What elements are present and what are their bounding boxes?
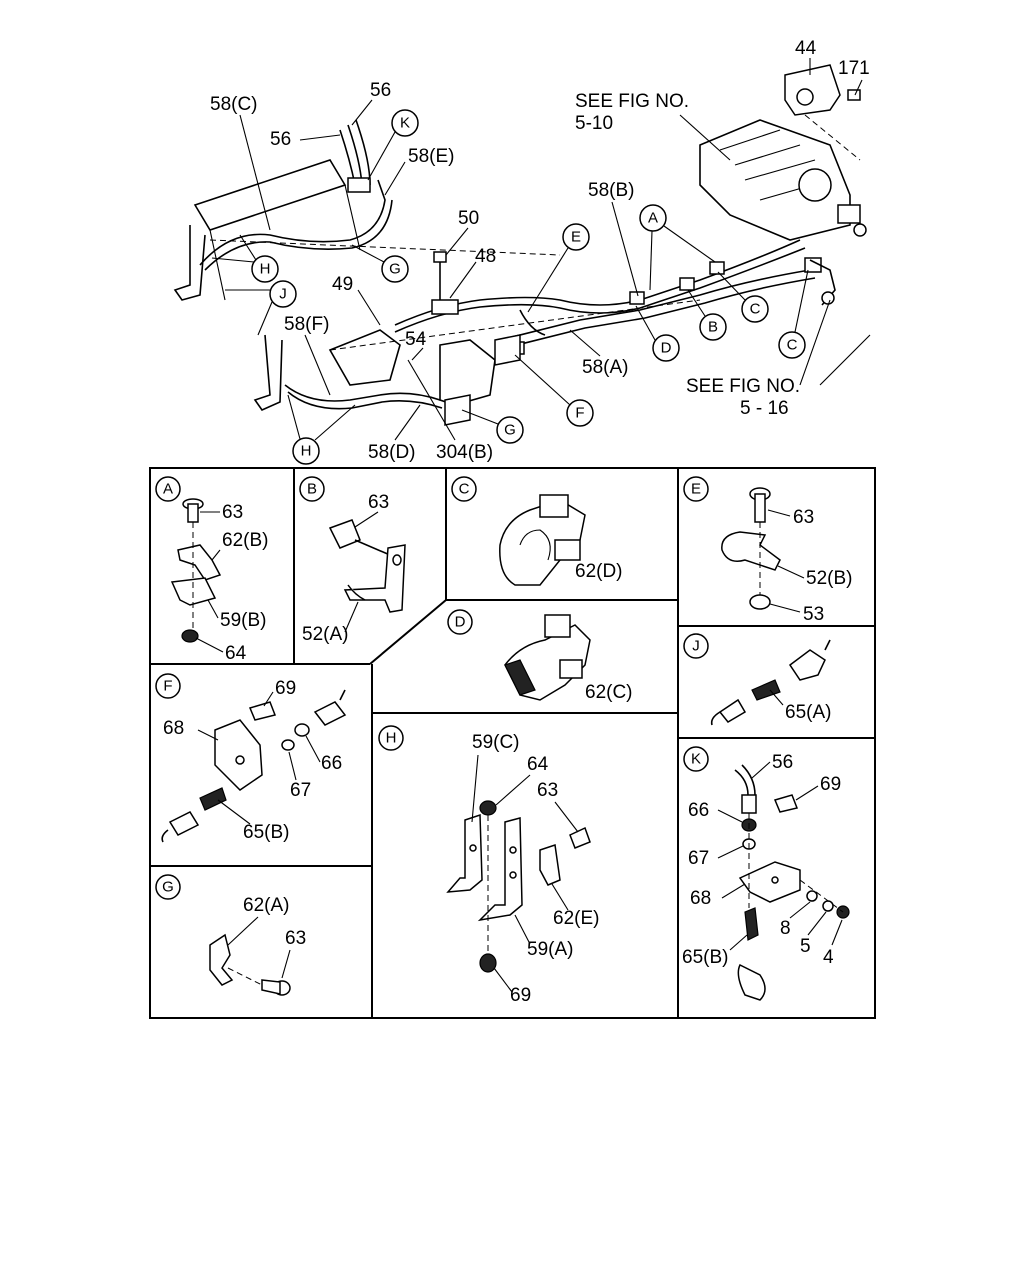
callout-k: K xyxy=(400,115,410,132)
panel-g: G 62(A) 63 xyxy=(155,874,306,996)
panel-b-label-63: 63 xyxy=(368,492,389,513)
panel-d-letter: D xyxy=(455,614,466,631)
panel-k-label-65b: 65(B) xyxy=(682,947,728,968)
panel-d: D 62(C) xyxy=(447,609,633,703)
label-58e: 58(E) xyxy=(408,146,454,167)
panel-f-letter: F xyxy=(163,678,172,695)
panel-e-label-53: 53 xyxy=(803,604,824,625)
label-49: 49 xyxy=(332,274,353,295)
see-fig-5-10-line1: SEE FIG NO. xyxy=(575,91,689,112)
panel-h-label-63: 63 xyxy=(537,780,558,801)
panel-g-letter: G xyxy=(162,879,174,896)
label-44: 44 xyxy=(795,38,817,59)
label-304b: 304(B) xyxy=(436,442,493,463)
panel-a-label-63: 63 xyxy=(222,502,243,523)
panel-d-label-62c: 62(C) xyxy=(585,682,633,703)
label-48: 48 xyxy=(475,246,496,267)
panel-k-label-8: 8 xyxy=(780,918,791,939)
callout-g-lower: G xyxy=(504,422,516,439)
panel-k-letter: K xyxy=(691,751,701,768)
panel-k-label-56: 56 xyxy=(772,752,793,773)
panel-f-label-68: 68 xyxy=(163,718,184,739)
panel-f-label-69: 69 xyxy=(275,678,296,699)
panel-k-label-66: 66 xyxy=(688,800,709,821)
callout-h-lower: H xyxy=(301,443,312,460)
see-fig-5-16-line1: SEE FIG NO. xyxy=(686,376,800,397)
label-56-upper: 56 xyxy=(370,80,391,101)
callout-g-upper: G xyxy=(389,261,401,278)
label-58a: 58(A) xyxy=(582,357,628,378)
main-labels: 44 171 SEE FIG NO. 5-10 58(C) 56 56 58(E… xyxy=(210,38,870,463)
panel-h-label-59a: 59(A) xyxy=(527,939,573,960)
panel-f-label-65b: 65(B) xyxy=(243,822,289,843)
panel-j-letter: J xyxy=(692,638,700,655)
panel-k-label-4: 4 xyxy=(823,947,834,968)
panel-k-label-5: 5 xyxy=(800,936,811,957)
panel-c-label-62d: 62(D) xyxy=(575,561,623,582)
leader-lines xyxy=(239,58,871,441)
panel-b-letter: B xyxy=(307,481,317,498)
callout-j: J xyxy=(279,286,287,303)
panel-g-label-63: 63 xyxy=(285,928,306,949)
panel-h-label-64: 64 xyxy=(527,754,549,775)
callout-c-right: C xyxy=(787,337,798,354)
panel-e-label-63: 63 xyxy=(793,507,814,528)
panel-e-letter: E xyxy=(691,481,701,498)
panel-h-letter: H xyxy=(386,730,397,747)
label-56-lower: 56 xyxy=(270,129,291,150)
label-58b: 58(B) xyxy=(588,180,634,201)
panel-j-label-65a: 65(A) xyxy=(785,702,831,723)
panel-a: A 63 62(B) 59(B) 64 xyxy=(155,476,268,664)
panel-h: H 59(C) 64 63 62(E) 59(A) 69 xyxy=(378,725,599,1006)
panel-h-label-62e: 62(E) xyxy=(553,908,599,929)
panel-k-label-69: 69 xyxy=(820,774,841,795)
panel-f-label-66: 66 xyxy=(321,753,342,774)
panel-b-label-52a: 52(A) xyxy=(302,624,348,645)
panel-c-letter: C xyxy=(459,481,470,498)
panel-e-label-52b: 52(B) xyxy=(806,568,852,589)
panel-j: J 65(A) xyxy=(683,633,831,726)
label-50: 50 xyxy=(458,208,479,229)
panel-g-label-62a: 62(A) xyxy=(243,895,289,916)
label-54: 54 xyxy=(405,329,427,350)
main-assembly xyxy=(173,64,867,426)
see-fig-5-16-line2: 5 - 16 xyxy=(740,398,789,419)
panel-h-label-69: 69 xyxy=(510,985,531,1006)
callout-a: A xyxy=(648,210,658,227)
callouts: K G H J E A C B D C F G H xyxy=(211,109,809,465)
panel-b: B 63 52(A) xyxy=(299,476,406,645)
detail-grid xyxy=(149,467,876,1019)
label-171: 171 xyxy=(838,58,870,79)
callout-d: D xyxy=(661,340,672,357)
panel-c: C 62(D) xyxy=(451,476,623,586)
panel-a-label-59b: 59(B) xyxy=(220,610,266,631)
callout-b: B xyxy=(708,319,718,336)
label-58d: 58(D) xyxy=(368,442,416,463)
see-fig-5-10-line2: 5-10 xyxy=(575,113,613,134)
callout-h-upper: H xyxy=(260,261,271,278)
panel-k-label-67: 67 xyxy=(688,848,709,869)
callout-e: E xyxy=(571,229,581,246)
callout-f: F xyxy=(575,405,584,422)
panel-f: F 69 68 66 67 65(B) xyxy=(155,673,347,843)
panel-e: E 63 52(B) 53 xyxy=(683,476,852,625)
panel-h-label-59c: 59(C) xyxy=(472,732,520,753)
panel-k-label-68: 68 xyxy=(690,888,711,909)
panel-f-label-67: 67 xyxy=(290,780,311,801)
label-58f: 58(F) xyxy=(284,314,329,335)
panel-k: K 56 69 66 67 68 8 5 4 65(B) xyxy=(682,746,850,1001)
panel-a-label-64: 64 xyxy=(225,643,247,664)
panel-a-letter: A xyxy=(163,481,173,498)
label-58c: 58(C) xyxy=(210,94,258,115)
callout-c-middle: C xyxy=(750,301,761,318)
panel-a-label-62b: 62(B) xyxy=(222,530,268,551)
